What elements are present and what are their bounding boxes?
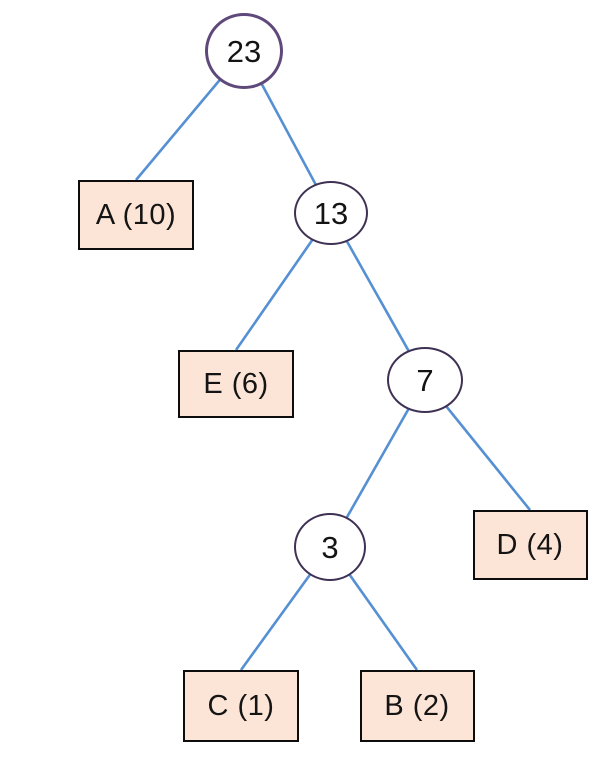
leaf-node-b-label: B (2): [384, 689, 450, 722]
internal-node-23: 23: [205, 13, 283, 89]
leaf-node-a-label: A (10): [95, 198, 177, 231]
leaf-node-d: D (4): [472, 510, 588, 580]
internal-node-7: 7: [387, 347, 463, 413]
internal-node-3-label: 3: [321, 529, 339, 565]
leaf-node-b: B (2): [359, 670, 475, 742]
leaf-node-e: E (6): [178, 350, 294, 418]
internal-node-13-label: 13: [313, 195, 349, 231]
internal-node-13: 13: [294, 181, 368, 245]
internal-node-3: 3: [294, 513, 366, 581]
leaf-node-e-label: E (6): [203, 367, 269, 400]
internal-node-23-label: 23: [226, 33, 262, 69]
leaf-node-c: C (1): [183, 670, 299, 742]
leaf-node-c-label: C (1): [207, 689, 275, 722]
leaf-node-d-label: D (4): [496, 528, 564, 561]
leaf-node-a: A (10): [78, 180, 194, 250]
internal-node-7-label: 7: [416, 362, 434, 398]
